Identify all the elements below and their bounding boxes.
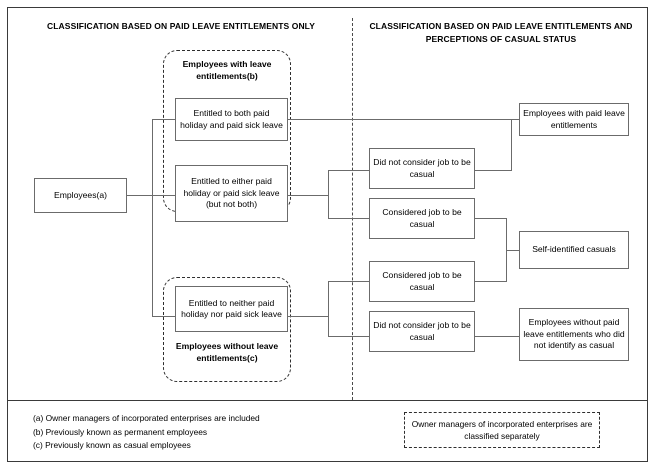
footnotes-list: (a) Owner managers of incorporated enter…	[33, 412, 260, 453]
connector-branch-neither	[152, 316, 175, 317]
footnote-b: (b) Previously known as permanent employ…	[33, 426, 208, 437]
node-neither-did-not-consider-casual[interactable]: Did not consider job to be casual	[369, 311, 475, 352]
output-employees-with-paid-leave[interactable]: Employees with paid leave entitlements	[519, 103, 629, 136]
node-entitled-either[interactable]: Entitled to either paid holiday or paid …	[175, 165, 288, 222]
connector-either-to-casual	[328, 218, 369, 219]
connector-either-to-not-casual	[328, 170, 369, 171]
node-entitled-neither[interactable]: Entitled to neither paid holiday nor pai…	[175, 286, 288, 332]
output-self-identified-casuals[interactable]: Self-identified casuals	[519, 231, 629, 269]
connector-neither-to-casual	[328, 281, 369, 282]
heading-left-column: CLASSIFICATION BASED ON PAID LEAVE ENTIT…	[47, 21, 315, 31]
footnote-a: (a) Owner managers of incorporated enter…	[33, 413, 260, 423]
group-label-with-leave: Employees with leave entitlements(b)	[182, 59, 272, 81]
note-owner-managers: Owner managers of incorporated enterpris…	[404, 412, 600, 448]
column-divider	[352, 18, 353, 400]
connector-branch-both	[152, 119, 175, 120]
connector-either-casual-stub	[475, 218, 506, 219]
footnote-c: (c) Previously known as casual employees	[33, 440, 191, 450]
connector-root-stub	[127, 195, 152, 196]
node-employees-root[interactable]: Employees(a)	[34, 178, 127, 213]
connector-branch-either	[152, 195, 175, 196]
connector-merge-casuals-out	[506, 250, 519, 251]
connector-merge-paid-leave-out	[511, 119, 519, 120]
connector-lower-notcasual-to-output	[475, 336, 519, 337]
connector-neither-casual-stub	[475, 281, 506, 282]
connector-either-split-trunk	[328, 170, 329, 219]
group-employees-without-leave	[163, 277, 291, 382]
footnote-separator	[8, 400, 647, 401]
output-employees-without-paid-leave[interactable]: Employees without paid leave entitlement…	[519, 308, 629, 361]
node-either-did-not-consider-casual[interactable]: Did not consider job to be casual	[369, 148, 475, 189]
connector-both-to-output	[288, 119, 511, 120]
node-entitled-both[interactable]: Entitled to both paid holiday and paid s…	[175, 98, 288, 141]
group-label-without-leave: Employees without leave entitlements(c)	[175, 341, 279, 363]
connector-neither-to-not-casual	[328, 336, 369, 337]
node-neither-considered-casual[interactable]: Considered job to be casual	[369, 261, 475, 302]
connector-merge-paid-leave	[511, 119, 512, 171]
outer-frame	[7, 7, 648, 462]
connector-upper-notcasual-stub	[475, 170, 511, 171]
connector-neither-split-trunk	[328, 281, 329, 336]
node-either-considered-casual[interactable]: Considered job to be casual	[369, 198, 475, 239]
connector-either-stub	[288, 195, 328, 196]
connector-root-trunk	[152, 119, 153, 316]
connector-neither-stub	[288, 316, 328, 317]
heading-right-column: CLASSIFICATION BASED ON PAID LEAVE ENTIT…	[369, 21, 633, 44]
